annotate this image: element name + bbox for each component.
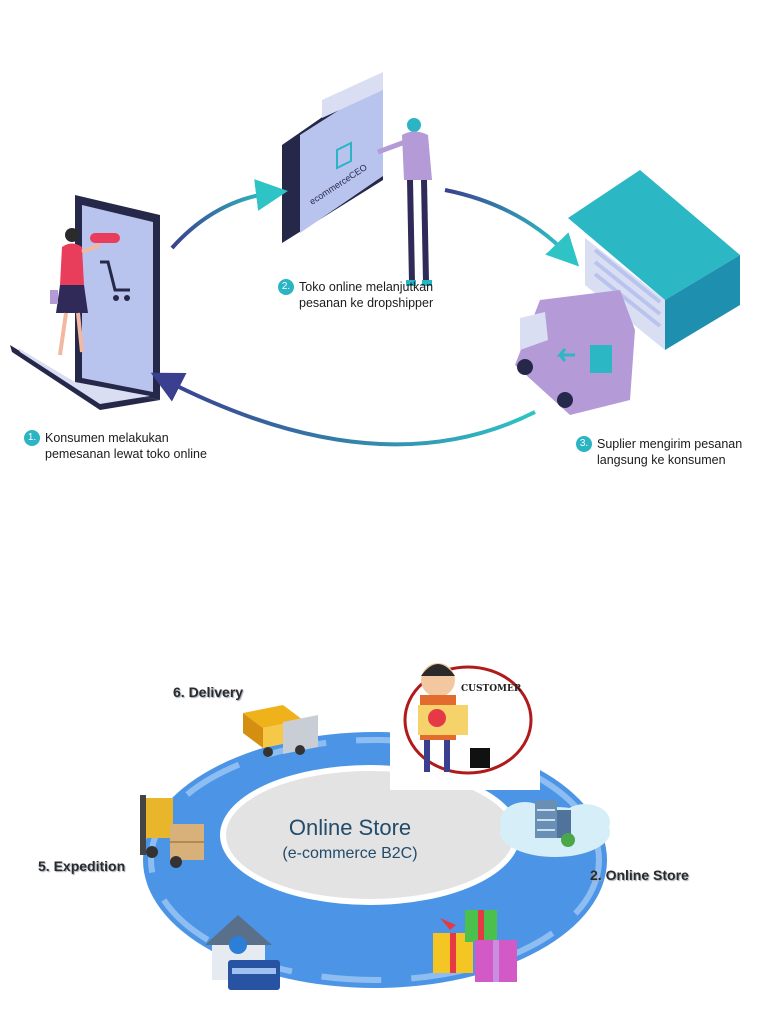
center-subtitle: (e-commerce B2C) [282,845,418,862]
center-disc [226,771,514,899]
step-1-line2: pemesanan lewat toko online [45,447,207,461]
flow-arrow-3 [150,372,536,447]
step-3-number: 3. [576,436,592,452]
delivery-van-icon [515,290,635,415]
customer-icon [418,663,490,772]
center-title: Online Store [288,815,412,840]
cycle-ring-chevrons [148,737,602,983]
dropship-flow-illustration: ecommerceCEO [10,72,740,447]
dropship-flow-diagram: ecommerceCEO [10,72,742,468]
flow-arrow-2 [444,188,580,267]
label-expedition: 5. Expedition [38,858,126,874]
customer-woman-icon [50,228,101,356]
truck-icon [243,705,318,757]
step-2-caption: 2. Toko online melanjutkan pesanan ke drop… [278,279,433,311]
step-1-caption: 1. Konsumen melakukan pemesanan lewat toko… [24,430,207,462]
step-2-number: 2. [278,279,294,295]
customer-label: CUSTOMER [461,684,522,694]
gift-boxes-icon [433,910,517,982]
step-2-line2: pesanan ke dropshipper [299,296,434,310]
step-2-line1: Toko online melanjutkan [299,280,434,294]
b2c-cycle-diagram: CUSTOMER Online Store (e-commerce B2C) 6… [0,600,768,1024]
flow-arrow-1 [170,179,288,250]
payment-house-icon [205,915,280,990]
step-3-line1: Suplier mengirim pesanan [597,437,743,451]
step-3-line2: langsung ke konsumen [597,453,726,467]
store-man-icon [377,118,432,286]
forklift-icon [140,795,204,868]
b2c-cycle-illustration [140,660,610,990]
step-1-line1: Konsumen melakukan [45,431,169,445]
warehouse-icon [568,170,740,350]
ecommerce-screen-icon: ecommerceCEO [282,72,383,243]
label-delivery: 6. Delivery [173,684,244,700]
step-3-caption: 3. Suplier mengirim pesanan langsung ke ko… [576,436,742,468]
label-online-store: 2. Online Store [590,867,689,883]
step-1-number: 1. [24,430,40,446]
online-store-cloud-icon [500,800,610,857]
